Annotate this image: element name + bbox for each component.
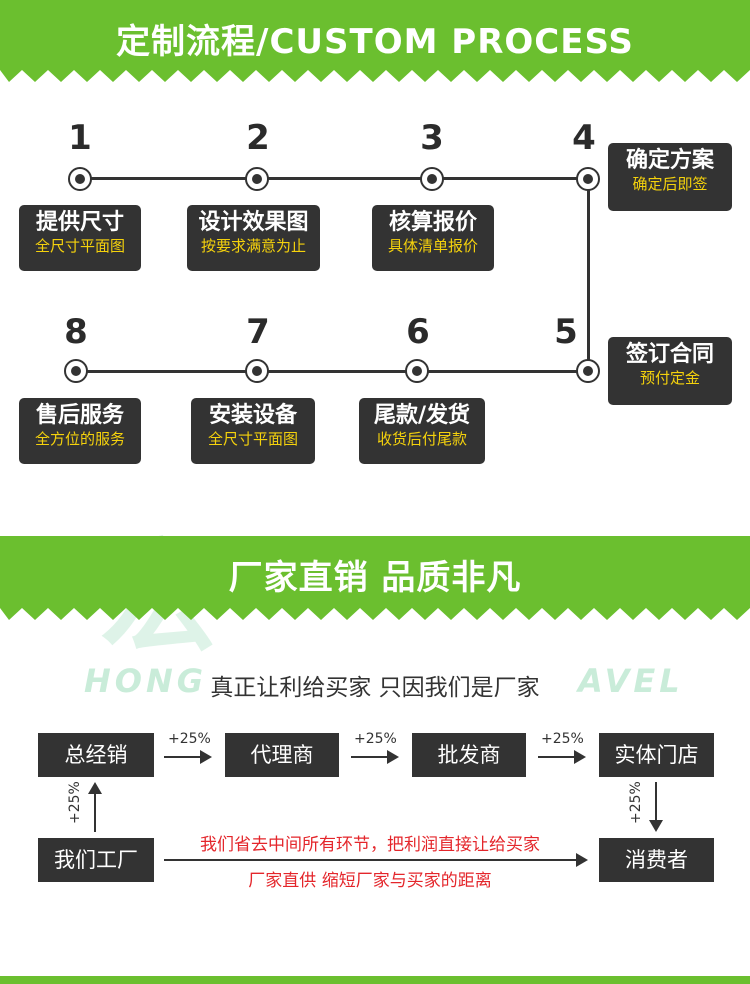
- chain-box-store: 实体门店: [599, 733, 714, 777]
- step-title: 设计效果图: [198, 210, 309, 235]
- step-card-7: 安装设备 全尺寸平面图: [191, 398, 315, 464]
- step-card-4: 确定方案 确定后即签: [608, 143, 732, 211]
- markup-label: +25%: [541, 731, 584, 747]
- step-card-6: 尾款/发货 收货后付尾款: [359, 398, 485, 464]
- step-number-4: 4: [572, 118, 596, 158]
- watermark-text-right: AVEL: [578, 662, 684, 700]
- step-node-4: [576, 167, 600, 191]
- step-card-1: 提供尺寸 全尺寸平面图: [19, 205, 141, 271]
- direct-arrow-icon: [164, 853, 588, 867]
- step-title: 签订合同: [625, 342, 714, 367]
- banner-zigzag: [0, 70, 750, 82]
- bottom-bar: [0, 976, 750, 984]
- process-title: 定制流程/CUSTOM PROCESS: [116, 22, 634, 62]
- step-subtitle: 全尺寸平面图: [34, 237, 125, 255]
- arrow-right-icon: [164, 750, 212, 764]
- step-card-8: 售后服务 全方位的服务: [19, 398, 141, 464]
- step-subtitle: 全尺寸平面图: [207, 430, 298, 448]
- direct-note-1: 我们省去中间所有环节，把利润直接让给买家: [200, 835, 540, 855]
- step-node-5: [576, 359, 600, 383]
- step-number-2: 2: [246, 118, 270, 158]
- markup-label-vertical: +25%: [628, 781, 644, 824]
- step-subtitle: 全方位的服务: [34, 430, 125, 448]
- process-line-bottom: [76, 370, 590, 373]
- step-node-8: [64, 359, 88, 383]
- direct-note-2: 厂家直供 缩短厂家与买家的距离: [248, 871, 492, 891]
- banner-zigzag: [0, 608, 750, 620]
- arrow-right-icon: [351, 750, 399, 764]
- chain-box-agent: 代理商: [225, 733, 339, 777]
- process-line-top: [80, 177, 590, 180]
- step-node-2: [245, 167, 269, 191]
- step-node-6: [405, 359, 429, 383]
- step-node-7: [245, 359, 269, 383]
- process-line-right: [587, 177, 590, 373]
- markup-label: +25%: [354, 731, 397, 747]
- markup-label-vertical: +25%: [67, 781, 83, 824]
- consumer-box: 消费者: [599, 838, 714, 882]
- process-banner: 定制流程/CUSTOM PROCESS: [0, 0, 750, 82]
- step-title: 售后服务: [35, 403, 124, 428]
- step-subtitle: 按要求满意为止: [200, 237, 306, 255]
- step-subtitle: 具体清单报价: [387, 237, 478, 255]
- chain-box-wholesaler: 批发商: [412, 733, 526, 777]
- step-card-5: 签订合同 预付定金: [608, 337, 732, 405]
- arrow-up-icon: [88, 782, 102, 832]
- step-number-1: 1: [68, 118, 92, 158]
- step-card-3: 核算报价 具体清单报价: [372, 205, 494, 271]
- step-title: 尾款/发货: [373, 403, 471, 428]
- step-number-7: 7: [246, 312, 270, 352]
- factory-banner: 厂家直销 品质非凡: [0, 536, 750, 620]
- arrow-down-icon: [649, 782, 663, 832]
- step-subtitle: 收货后付尾款: [376, 430, 467, 448]
- step-number-6: 6: [406, 312, 430, 352]
- step-title: 安装设备: [208, 403, 297, 428]
- step-title: 提供尺寸: [35, 210, 124, 235]
- chain-box-distributor: 总经销: [38, 733, 154, 777]
- step-number-8: 8: [64, 312, 88, 352]
- step-number-3: 3: [420, 118, 444, 158]
- factory-box: 我们工厂: [38, 838, 154, 882]
- step-title: 核算报价: [388, 210, 477, 235]
- step-subtitle: 预付定金: [639, 369, 700, 387]
- markup-label: +25%: [168, 731, 211, 747]
- step-node-1: [68, 167, 92, 191]
- arrow-right-icon: [538, 750, 586, 764]
- step-node-3: [420, 167, 444, 191]
- watermark-text-left: HONG: [84, 662, 208, 700]
- factory-title: 厂家直销 品质非凡: [228, 558, 522, 598]
- step-subtitle: 确定后即签: [632, 175, 708, 193]
- factory-subtitle: 真正让利给买家 只因我们是厂家: [210, 675, 540, 701]
- step-title: 确定方案: [625, 148, 714, 173]
- step-card-2: 设计效果图 按要求满意为止: [187, 205, 320, 271]
- step-number-5: 5: [554, 312, 578, 352]
